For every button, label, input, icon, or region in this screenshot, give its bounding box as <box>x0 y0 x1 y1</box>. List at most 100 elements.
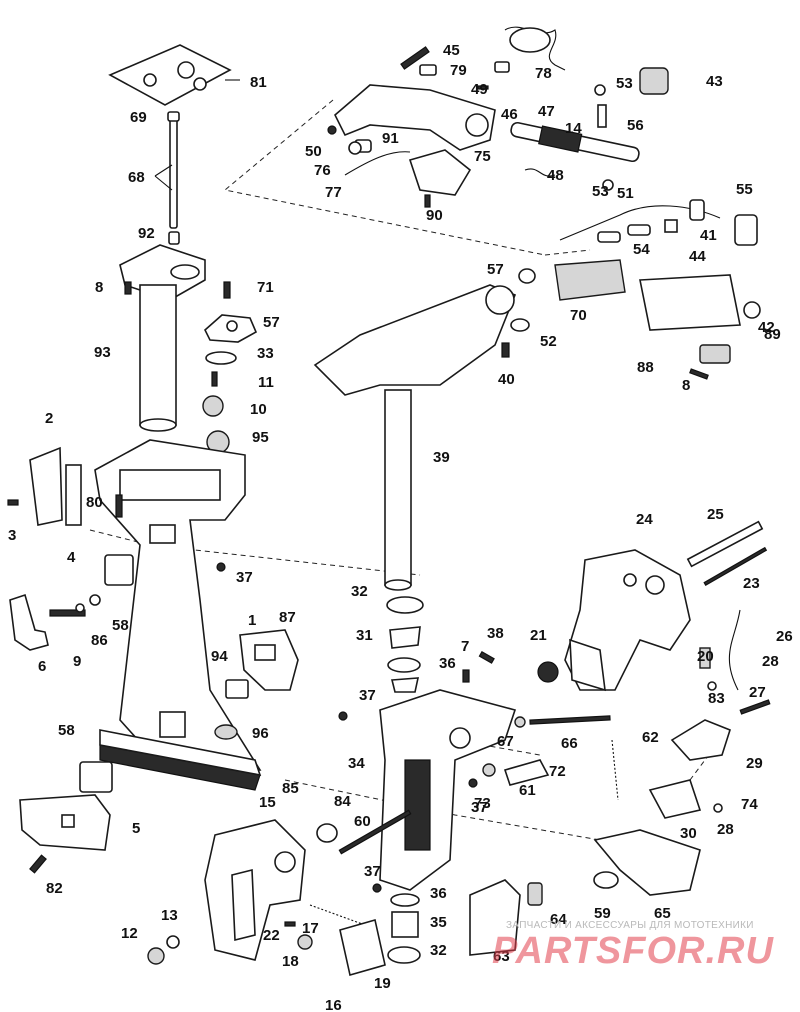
fitting-88 <box>689 344 731 380</box>
guide-line <box>284 779 601 841</box>
exhaust-tube-93 <box>119 244 206 432</box>
callout-89: 89 <box>764 326 781 343</box>
callout-58: 58 <box>58 722 75 739</box>
callout-38: 38 <box>487 625 504 642</box>
callout-83: 83 <box>708 690 725 707</box>
callout-14: 14 <box>565 120 582 137</box>
pin-27 <box>739 699 771 715</box>
bolt-38 <box>478 650 495 664</box>
callout-63: 63 <box>493 948 510 965</box>
rod-23 <box>703 546 768 587</box>
watermark-logo: PARTSFOR.RU <box>492 930 774 972</box>
cover-5 <box>19 794 111 851</box>
callout-11: 11 <box>258 374 274 391</box>
callout-16: 16 <box>325 997 342 1012</box>
washer-13 <box>166 935 180 949</box>
washer-16 <box>297 934 313 950</box>
callout-95: 95 <box>252 429 269 446</box>
steering-bracket-39 <box>313 284 517 591</box>
callout-59: 59 <box>594 905 611 922</box>
callout-75: 75 <box>474 148 491 165</box>
bracket-29 <box>670 719 731 761</box>
callout-92: 92 <box>138 225 155 242</box>
callout-2: 2 <box>45 410 53 427</box>
gasket-plate-81 <box>108 44 240 106</box>
bolt-82 <box>29 854 47 874</box>
linkage-61-72 <box>468 759 550 788</box>
washer-57 <box>510 318 530 332</box>
callout-43: 43 <box>706 73 723 90</box>
callout-52: 52 <box>540 333 557 350</box>
lever-6 <box>9 593 101 651</box>
callout-74: 74 <box>741 796 758 813</box>
callout-49: 49 <box>471 81 488 98</box>
callout-51: 51 <box>617 185 634 202</box>
callout-60: 60 <box>354 813 371 830</box>
plate-19 <box>339 918 386 977</box>
screw-37 <box>338 711 348 721</box>
bushing-32 <box>387 946 421 964</box>
bolt-7 <box>462 669 470 683</box>
callout-12: 12 <box>121 925 138 942</box>
callout-93: 93 <box>94 344 111 361</box>
bushings-31-32-36 <box>386 596 424 693</box>
bolt-80 <box>115 494 123 518</box>
callout-91: 91 <box>382 130 399 147</box>
spring-17 <box>309 904 366 926</box>
callout-24: 24 <box>636 511 653 528</box>
callout-19: 19 <box>374 975 391 992</box>
callout-22: 22 <box>263 927 280 944</box>
spring-64 <box>527 882 543 906</box>
callout-21: 21 <box>530 627 547 644</box>
callout-15: 15 <box>259 794 276 811</box>
callout-64: 64 <box>550 911 567 928</box>
callout-32: 32 <box>351 583 368 600</box>
callout-48: 48 <box>547 167 564 184</box>
bolt-and-gear-10-95 <box>202 371 230 454</box>
callout-79: 79 <box>450 62 467 79</box>
washer-91 <box>348 141 362 155</box>
callout-33: 33 <box>257 345 274 362</box>
callout-53: 53 <box>616 75 633 92</box>
knob-21 <box>537 661 559 683</box>
clip-48 <box>524 168 556 177</box>
screw-37 <box>216 562 226 572</box>
callout-6: 6 <box>38 658 46 675</box>
callout-28: 28 <box>717 821 734 838</box>
part-53 <box>602 179 614 191</box>
screw-37 <box>372 883 382 893</box>
spring-20 <box>699 647 711 669</box>
callout-37: 37 <box>364 863 381 880</box>
callout-32: 32 <box>430 942 447 959</box>
callout-88: 88 <box>637 359 654 376</box>
washer-57 <box>518 268 536 284</box>
callout-61: 61 <box>519 782 536 799</box>
callout-4: 4 <box>67 549 76 566</box>
callout-54: 54 <box>633 241 650 258</box>
callout-18: 18 <box>282 953 299 970</box>
callout-57: 57 <box>263 314 280 331</box>
callout-65: 65 <box>654 905 671 922</box>
spring-26 <box>728 609 741 691</box>
callout-96: 96 <box>252 725 269 742</box>
callout-77: 77 <box>325 184 342 201</box>
callout-44: 44 <box>689 248 706 265</box>
callout-45: 45 <box>443 42 460 59</box>
callout-26: 26 <box>776 628 793 645</box>
shaft-47 <box>510 121 640 163</box>
guide-line <box>223 99 546 256</box>
pin-49 <box>477 85 489 90</box>
callout-40: 40 <box>498 371 515 388</box>
callout-36: 36 <box>439 655 456 672</box>
grip-42 <box>639 274 761 331</box>
bracket-75 <box>408 149 472 208</box>
callout-10: 10 <box>250 401 267 418</box>
callout-68: 68 <box>128 169 145 186</box>
callout-47: 47 <box>538 103 555 120</box>
callout-36: 36 <box>430 885 447 902</box>
callout-50: 50 <box>305 143 322 160</box>
callout-29: 29 <box>746 755 763 772</box>
bolt-8 <box>124 281 132 295</box>
callout-13: 13 <box>161 907 178 924</box>
callout-37: 37 <box>359 687 376 704</box>
